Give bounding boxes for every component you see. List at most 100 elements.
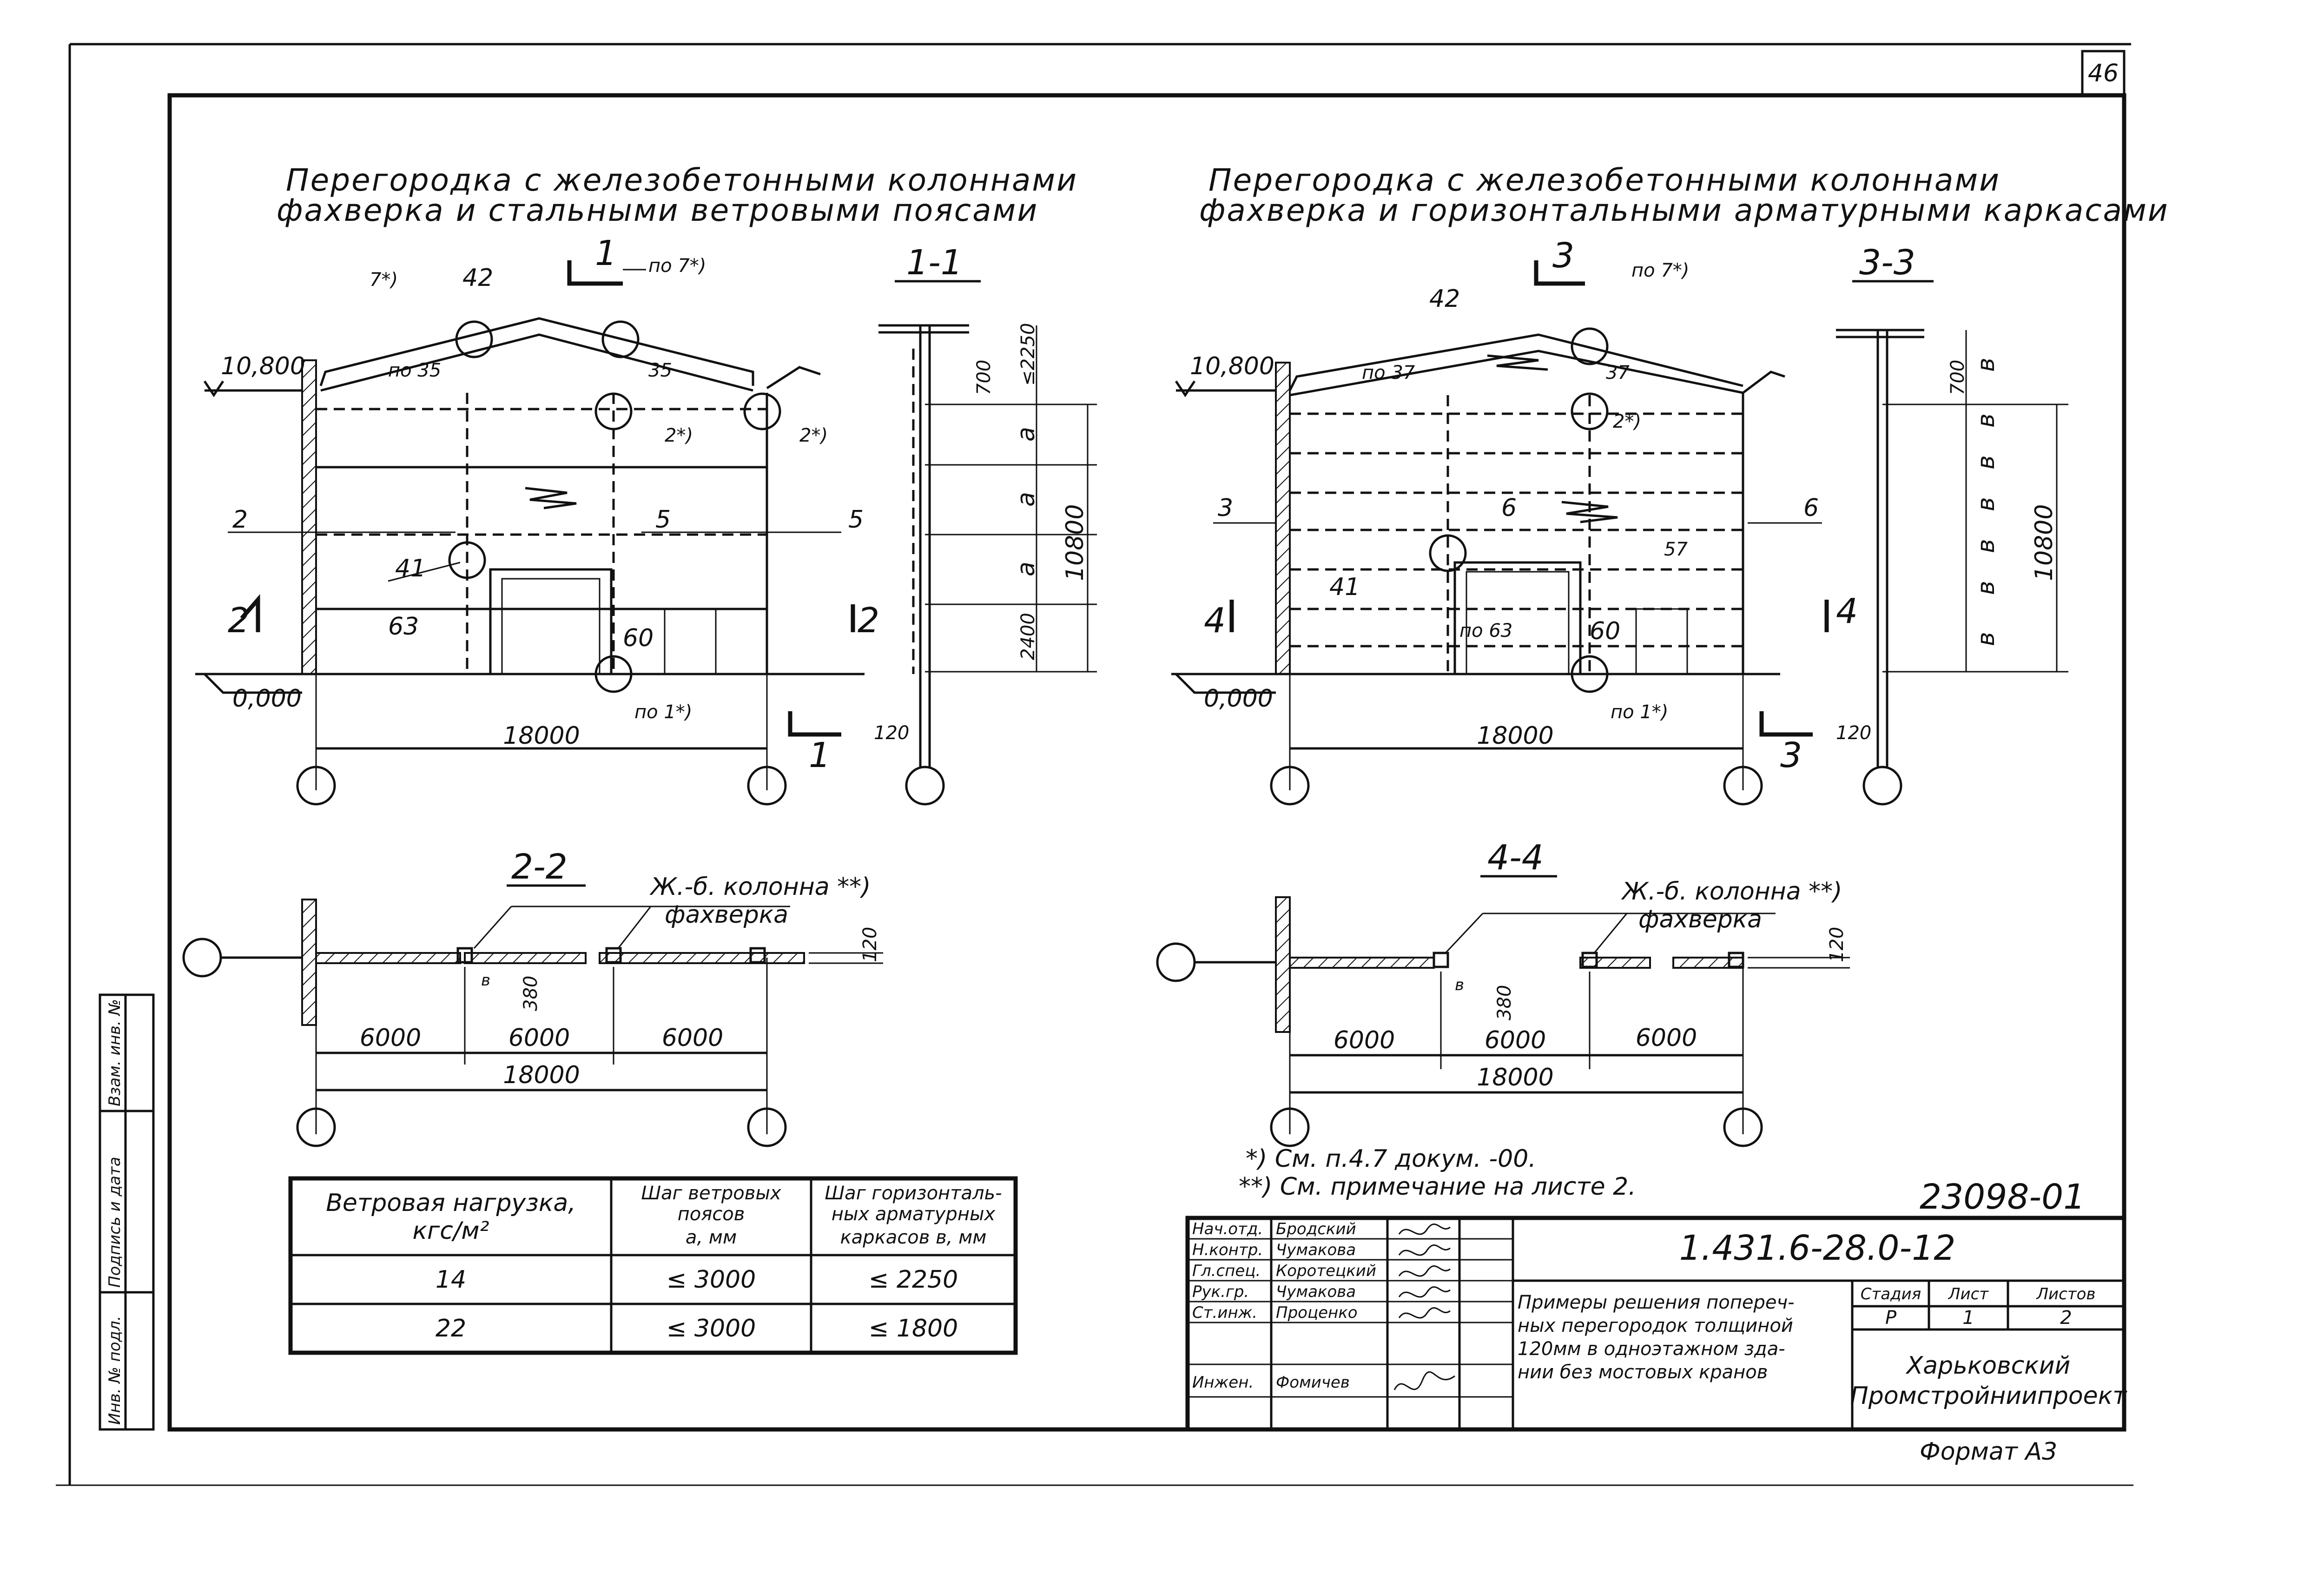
sheets-value: 2: [2060, 1307, 2072, 1329]
left-label-po7: по 7*): [648, 255, 706, 277]
stamp-signature-date: Подпись и дата: [106, 1157, 124, 1288]
left-cut-1-top: 1: [595, 233, 617, 273]
plan-2-2-label: 2-2: [511, 847, 568, 887]
section-1-1-d10800: 10800: [1061, 504, 1089, 581]
wind-load-table: Ветровая нагрузка, кгс/м² Шаг ветровых п…: [288, 1176, 1018, 1355]
table-h2-l2: поясов: [678, 1204, 745, 1225]
section-3-3-d10800: 10800: [2030, 504, 2058, 581]
left-elev-zero: 0,000: [232, 685, 302, 713]
sheet-header: Лист: [1948, 1285, 1989, 1303]
table-h3-l2: ных арматурных: [832, 1204, 996, 1225]
plan-4-4: 4-4 Ж.-б. колонна **) фахверка 6000 6000…: [1156, 838, 1850, 1147]
right-label-po7: по 7*): [1631, 260, 1689, 281]
section-3-3-b4: в: [1972, 497, 2000, 511]
plan-4-4-b: в: [1455, 976, 1464, 994]
stamp-inv-no: Инв. № подл.: [106, 1316, 124, 1425]
plan-4-4-d120: 120: [1826, 927, 1848, 962]
section-1-1-a2: a: [1012, 492, 1040, 507]
right-title-line2: фахверка и горизонтальными арматурными к…: [1199, 192, 2169, 228]
footnote-1: *) См. п.4.7 докум. -00.: [1246, 1145, 1536, 1173]
left-label-63: 63: [388, 613, 419, 641]
left-cut-2-right: 2: [858, 601, 879, 641]
stage-value: Р: [1885, 1307, 1897, 1329]
left-title-line2: фахверка и стальными ветровыми поясами: [277, 192, 1038, 228]
section-1-1-d2400: 2400: [1017, 613, 1039, 660]
sheet-number: 46: [2088, 60, 2119, 87]
section-1-1: 1-1 ≤2250 700 a a a 2400 10800 120: [874, 243, 1097, 806]
left-label-po35: по 35: [388, 360, 441, 381]
section-1-1-a1: a: [1012, 427, 1040, 442]
stage-header: Стадия: [1861, 1285, 1921, 1303]
role-1: Нач.отд.: [1192, 1220, 1263, 1238]
section-3-3-b3: в: [1972, 455, 2000, 470]
role-7: Инжен.: [1192, 1373, 1254, 1392]
plan-4-4-col-note-1: Ж.-б. колонна **): [1621, 878, 1842, 906]
plan-2-2-d380: 380: [520, 976, 541, 1011]
right-title-line1: Перегородка с железобетонными колоннами: [1208, 162, 2000, 198]
section-1-1-d700: 700: [973, 360, 995, 395]
org-name-1: Харьковский: [1905, 1352, 2071, 1380]
right-cut-3-top: 3: [1552, 236, 1574, 276]
right-label-57: 57: [1664, 539, 1688, 560]
org-name-2: Промстройниипроект: [1850, 1382, 2127, 1410]
plan-2-2-col-note-2: фахверка: [665, 901, 788, 929]
person-5: Проценко: [1276, 1303, 1358, 1322]
plan-2-2-col-note-1: Ж.-б. колонна **): [649, 873, 871, 901]
title-block: 23098-01 Нач.отд. Бродский Н.контр. Чума…: [1185, 1177, 2127, 1466]
left-title-line1: Перегородка с железобетонными колоннами: [286, 162, 1078, 198]
left-cut-2-left: 2: [228, 601, 250, 641]
person-2: Чумакова: [1276, 1241, 1356, 1259]
left-label-5b: 5: [848, 506, 864, 534]
sheet-value: 1: [1962, 1307, 1974, 1329]
table-h3-l3: каркасов в, мм: [840, 1227, 987, 1248]
right-label-6: 6: [1501, 494, 1517, 522]
section-1-1-d2250: ≤2250: [1017, 323, 1039, 386]
section-3-3-d120: 120: [1836, 722, 1871, 744]
description-2: ных перегородок толщиной: [1518, 1315, 1793, 1336]
section-3-3-b2: в: [1972, 413, 2000, 428]
section-3-3-b6: в: [1972, 581, 2000, 595]
section-3-3-d700: 700: [1947, 360, 1968, 395]
table-r1-c2: ≤ 3000: [667, 1266, 756, 1294]
left-label-60: 60: [623, 624, 654, 652]
table-h2-l1: Шаг ветровых: [641, 1183, 781, 1204]
right-label-37: 37: [1606, 362, 1630, 384]
table-r2-c1: 22: [436, 1315, 466, 1343]
table-r2-c2: ≤ 3000: [667, 1315, 756, 1343]
project-number: 23098-01: [1920, 1177, 2085, 1217]
plan-4-4-d380: 380: [1494, 985, 1515, 1020]
section-3-3-b1: в: [1972, 357, 2000, 372]
left-label-2: 2: [232, 506, 248, 534]
role-4: Рук.гр.: [1192, 1283, 1249, 1301]
table-r2-c3: ≤ 1800: [869, 1315, 958, 1343]
plan-4-4-d3: 6000: [1636, 1024, 1697, 1052]
table-h1-l1: Ветровая нагрузка,: [326, 1189, 576, 1217]
right-label-41: 41: [1329, 573, 1360, 601]
right-label-6b: 6: [1803, 494, 1819, 522]
left-label-2star: 2*): [665, 425, 693, 446]
right-label-60: 60: [1590, 617, 1620, 645]
right-cut-3-bottom: 3: [1780, 735, 1802, 775]
description-4: нии без мостовых кранов: [1518, 1362, 1768, 1383]
section-1-1-label: 1-1: [906, 243, 963, 283]
side-stamp: Инв. № подл. Подпись и дата Взам. инв. №: [99, 993, 155, 1431]
right-label-po63: по 63: [1459, 620, 1512, 642]
description-1: Примеры решения попереч-: [1518, 1292, 1795, 1313]
sheet-border: 46: [56, 43, 2133, 1486]
sheets-header: Листов: [2035, 1285, 2095, 1303]
plan-2-2-total: 18000: [503, 1061, 580, 1089]
table-h3-l1: Шаг горизонталь-: [825, 1183, 1002, 1204]
plan-4-4-total: 18000: [1477, 1064, 1553, 1091]
plan-2-2-d3: 6000: [662, 1024, 723, 1052]
stamp-replace-inv: Взам. инв. №: [106, 999, 124, 1106]
plan-2-2-b: в: [481, 971, 490, 990]
plan-4-4-col-note-2: фахверка: [1638, 906, 1762, 933]
right-span-dim: 18000: [1477, 722, 1553, 750]
left-span-dim: 18000: [503, 722, 580, 750]
right-elev-zero: 0,000: [1204, 685, 1273, 713]
table-h2-l3: a, мм: [686, 1227, 737, 1248]
plan-4-4-label: 4-4: [1487, 838, 1544, 878]
doc-code: 1.431.6-28.0-12: [1679, 1228, 1956, 1268]
right-label-2star: 2*): [1613, 411, 1641, 432]
